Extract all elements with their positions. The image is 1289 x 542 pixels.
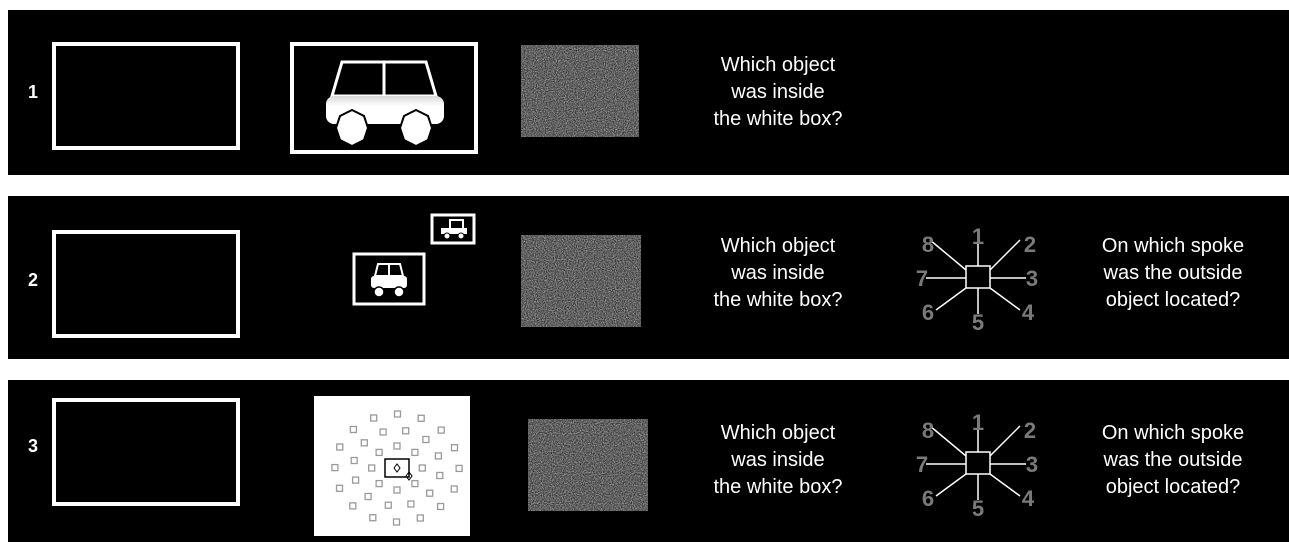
noise-mask (521, 45, 639, 137)
spoke-label-6: 6 (922, 300, 934, 325)
spoke-label-2: 2 (1024, 232, 1036, 257)
spoke-label-5: 5 (972, 310, 984, 334)
trial-panel-2: 2 Which object was inside the white box? (8, 196, 1289, 359)
question-text: Which object was inside the white box? (678, 420, 878, 501)
spoke-label-6: 6 (922, 486, 934, 511)
truck-icon (441, 220, 467, 239)
panel-number: 2 (26, 270, 40, 291)
spoke-label-8: 8 (922, 232, 934, 257)
spoke-diagram: 1 2 3 4 5 6 7 8 (908, 408, 1048, 520)
spoke-label-7: 7 (916, 266, 928, 291)
car-in-box (290, 42, 478, 154)
array-display (314, 396, 470, 536)
spoke-label-4: 4 (1022, 300, 1035, 325)
spoke-label-5: 5 (972, 496, 984, 520)
panel-number: 1 (26, 82, 40, 103)
spoke-label-7: 7 (916, 452, 928, 477)
noise-mask (521, 235, 641, 327)
spoke-question-text: On which spoke was the outside object lo… (1073, 233, 1273, 314)
noise-mask (528, 419, 648, 511)
spoke-diagram: 1 2 3 4 5 6 7 8 (908, 222, 1048, 334)
car-icon (326, 62, 444, 146)
spoke-label-3: 3 (1026, 266, 1038, 291)
trial-panel-3: 3 Which object was inside the white box?… (8, 380, 1289, 542)
spoke-label-4: 4 (1022, 486, 1035, 511)
blank-frame (52, 42, 240, 150)
spoke-label-1: 1 (972, 410, 984, 435)
blank-frame (52, 230, 240, 338)
spoke-label-8: 8 (922, 418, 934, 443)
question-text: Which object was inside the white box? (678, 233, 878, 314)
spoke-label-1: 1 (972, 224, 984, 249)
panel-number: 3 (26, 436, 40, 457)
question-text: Which object was inside the white box? (678, 52, 878, 133)
car-icon (371, 264, 407, 297)
spoke-question-text: On which spoke was the outside object lo… (1073, 420, 1273, 501)
blank-frame (52, 398, 240, 506)
small-car-in-box (352, 252, 426, 306)
outside-object-truck (430, 213, 476, 245)
spoke-label-2: 2 (1024, 418, 1036, 443)
spoke-label-3: 3 (1026, 452, 1038, 477)
trial-panel-1: 1 Which object was inside the white box? (8, 10, 1289, 175)
